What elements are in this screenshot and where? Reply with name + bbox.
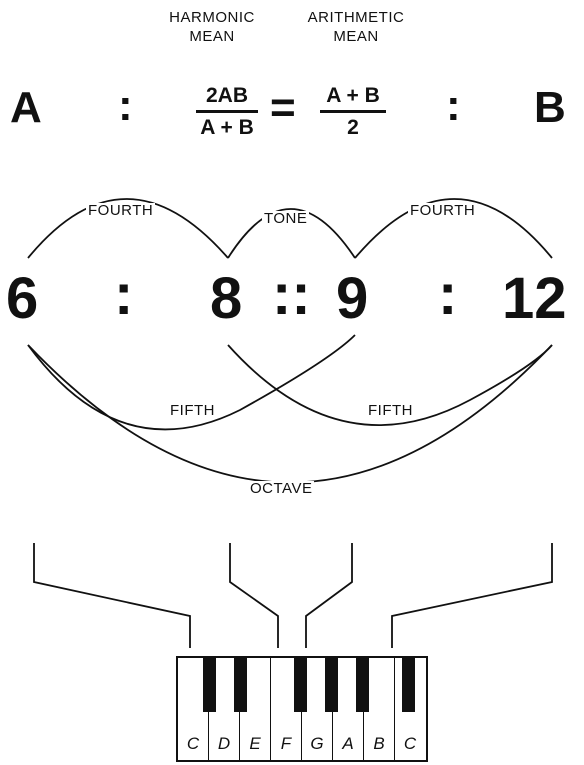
connector-6 — [33, 543, 191, 648]
arithmetic-mean-label: ARITHMETIC MEAN — [296, 8, 416, 46]
key-label-c-high: C — [403, 734, 417, 753]
connector-9 — [305, 543, 353, 648]
white-key — [364, 658, 395, 760]
formula-equals: = — [270, 83, 296, 132]
ratio-number-8: 8 — [210, 266, 243, 331]
key-label-g: G — [310, 734, 324, 753]
key-label-a: A — [342, 734, 354, 753]
fourth-left-arc — [27, 198, 229, 259]
tone-arc — [227, 208, 356, 259]
ratio-number-12: 12 — [502, 266, 567, 331]
key-label-d: D — [217, 734, 231, 753]
formula-a: A — [10, 83, 42, 132]
black-key — [356, 658, 369, 712]
white-key — [240, 658, 271, 760]
formula-b: B — [534, 83, 566, 132]
key-label-e: E — [249, 734, 261, 753]
fraction-bar — [196, 110, 258, 113]
harmonic-mean-line1: HARMONIC — [169, 9, 255, 26]
key-label-f: F — [280, 734, 292, 753]
interval-label-fourth-right: FOURTH — [408, 202, 478, 219]
black-key — [203, 658, 216, 712]
interval-label-fifth-left: FIFTH — [168, 402, 217, 419]
harmonic-mean-line2: MEAN — [189, 28, 235, 45]
black-key — [234, 658, 247, 712]
arithmetic-mean-fraction: A + B 2 — [320, 84, 386, 140]
connector-12 — [391, 543, 553, 648]
formula-colon-left: : — [118, 81, 133, 130]
interval-label-fifth-right: FIFTH — [366, 402, 415, 419]
octave-arc — [27, 344, 553, 484]
interval-label-tone: TONE — [262, 210, 310, 227]
ratio-colon-right: : — [438, 262, 458, 327]
harmonic-mean-fraction: 2AB A + B — [196, 84, 258, 140]
interval-label-fourth-left: FOURTH — [86, 202, 156, 219]
harmonic-denominator: A + B — [200, 116, 254, 139]
arithmetic-numerator: A + B — [326, 84, 380, 107]
black-key — [325, 658, 338, 712]
ratio-number-6: 6 — [6, 266, 39, 331]
key-label-c: C — [186, 734, 200, 753]
black-key — [402, 658, 415, 712]
fifth-right-arc — [227, 344, 553, 426]
harmonic-numerator: 2AB — [205, 84, 248, 107]
fifth-left-arc — [27, 334, 356, 431]
arithmetic-denominator: 2 — [347, 116, 359, 139]
arithmetic-mean-line1: ARITHMETIC — [307, 9, 405, 26]
key-label-b: B — [373, 734, 385, 753]
connector-8 — [229, 543, 279, 648]
interval-label-octave: OCTAVE — [248, 480, 315, 497]
arithmetic-mean-line2: MEAN — [333, 28, 379, 45]
formula-colon-right: : — [446, 81, 461, 130]
fourth-right-arc — [354, 198, 553, 259]
ratio-colon-left: : — [114, 262, 134, 327]
fraction-bar — [320, 110, 386, 113]
harmonic-mean-label: HARMONIC MEAN — [162, 8, 262, 46]
ratio-double-colon: :: — [272, 262, 311, 327]
piano-keyboard: C D E F G A B C — [176, 656, 428, 762]
black-key — [294, 658, 307, 712]
ratio-number-9: 9 — [336, 266, 369, 331]
